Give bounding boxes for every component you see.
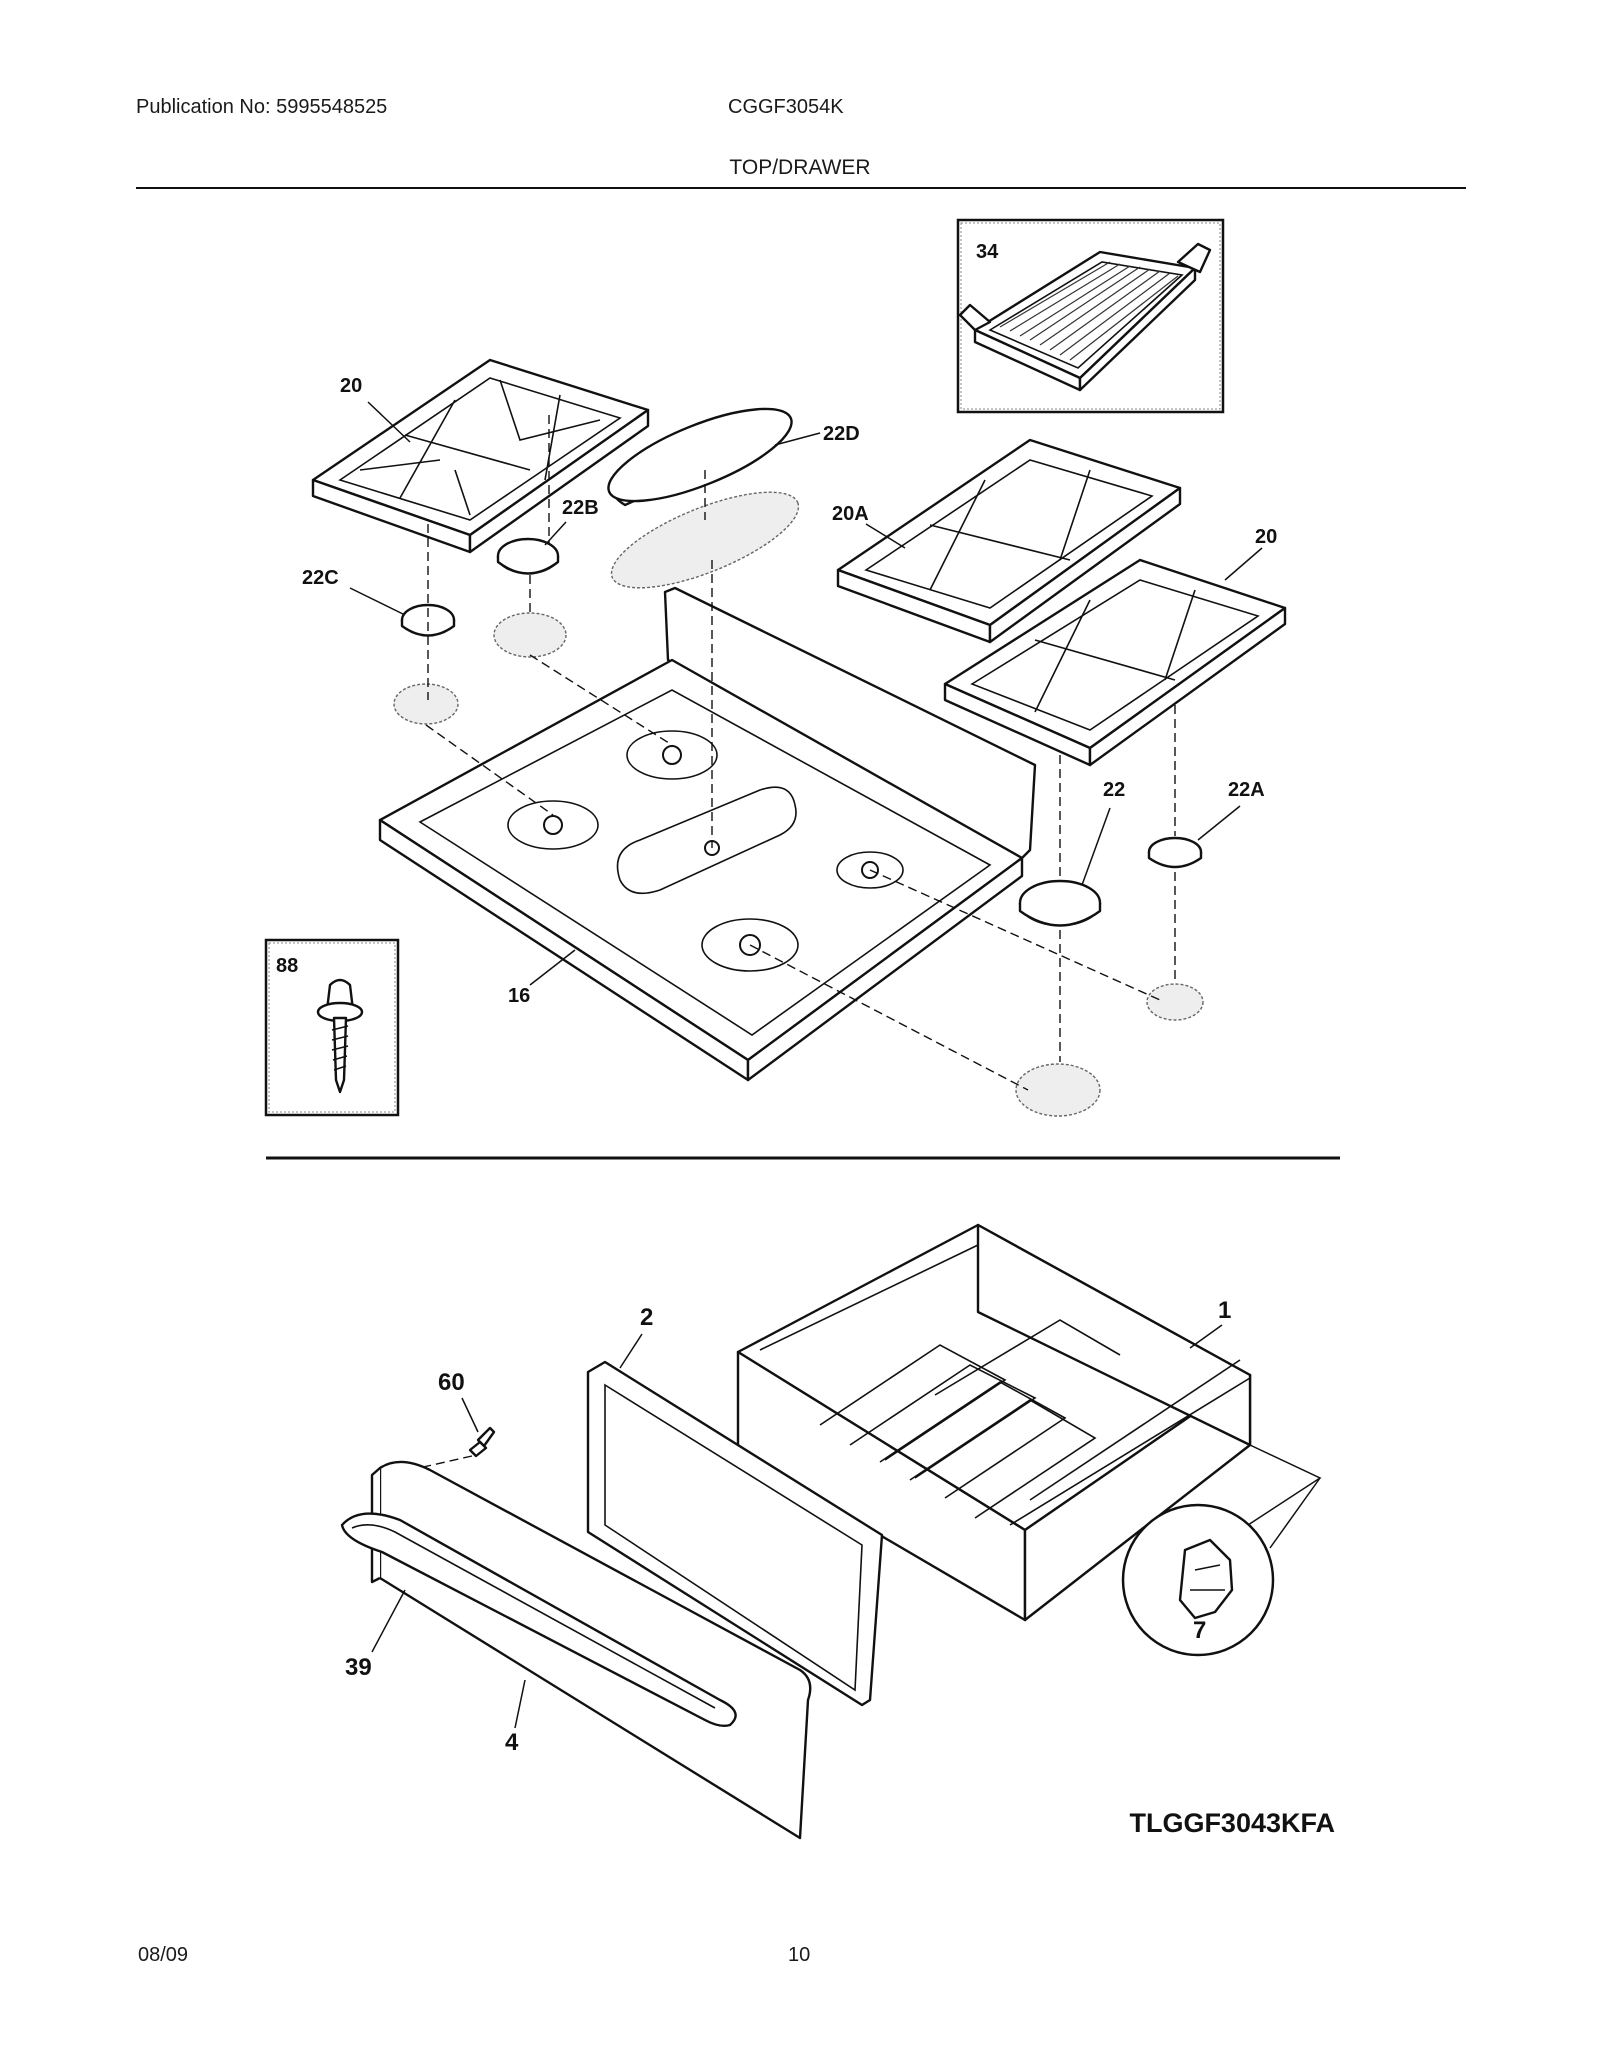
inset-drawer-glide (1121, 1444, 1322, 1657)
publication-number: Publication No: 5995548525 (136, 96, 388, 118)
footer-date: 08/09 (138, 1944, 189, 1966)
burner-cap-22C (393, 603, 459, 725)
callout-22: 22 (1103, 779, 1125, 801)
burner-cap-22B (493, 537, 567, 658)
griddle-part (958, 242, 1212, 392)
callout-20-right: 20 (1255, 526, 1277, 548)
callout-2: 2 (640, 1304, 653, 1331)
footer-page-number: 10 (788, 1944, 811, 1966)
diagram-reference-code: TLGGF3043KFA (1129, 1808, 1335, 1838)
callout-1: 1 (1218, 1297, 1231, 1324)
alignment-lines-top (425, 415, 1176, 1091)
callout-7: 7 (1193, 1617, 1206, 1644)
model-number: CGGF3054K (728, 96, 844, 118)
callout-4: 4 (505, 1729, 519, 1756)
callout-88: 88 (276, 955, 298, 977)
burner-grate-left (311, 358, 650, 554)
callout-20-left: 20 (340, 375, 362, 397)
burner-grate-20A (836, 438, 1182, 644)
callout-16: 16 (508, 985, 530, 1007)
callout-22C: 22C (302, 567, 339, 589)
burner-cap-22 (1015, 879, 1102, 1117)
oval-burner-cap (607, 407, 800, 589)
callout-39: 39 (345, 1654, 372, 1681)
cooktop-main-top (378, 586, 1037, 1082)
inset-screw (264, 938, 400, 1117)
callout-34: 34 (976, 241, 999, 263)
drawer-handle (340, 1512, 737, 1728)
drawer-screw (409, 1426, 496, 1471)
callout-20A: 20A (832, 503, 869, 525)
burner-grate-right (943, 558, 1287, 767)
callout-22D: 22D (823, 423, 860, 445)
header-rule (136, 187, 1466, 189)
callout-22A: 22A (1228, 779, 1265, 801)
drawer-inner-panel (586, 1360, 884, 1707)
callout-60: 60 (438, 1369, 465, 1396)
inset-griddle: 34 (956, 218, 1225, 414)
burner-cap-22A (1146, 836, 1204, 1021)
callout-22B: 22B (562, 497, 599, 519)
section-title: TOP/DRAWER (729, 156, 871, 179)
